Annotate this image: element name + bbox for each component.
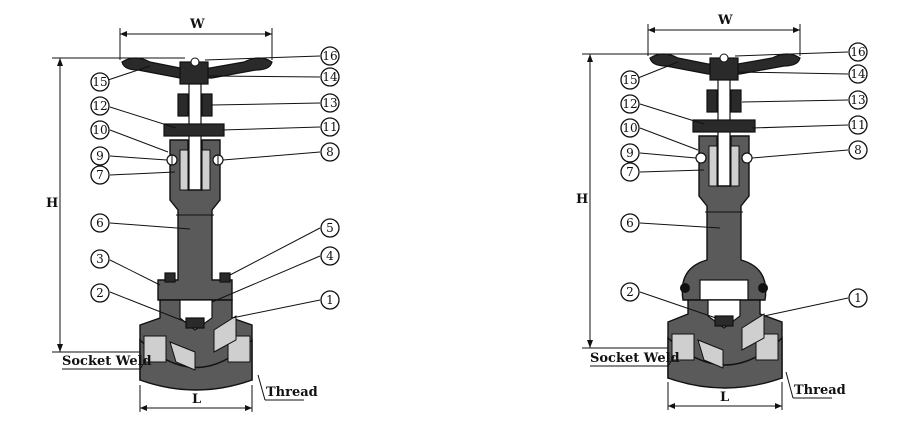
left-callout-9: 9: [96, 149, 104, 163]
right-end-labels: Socket Weld Thread: [590, 351, 846, 399]
right-height-dimension: H: [576, 53, 712, 349]
left-callouts: 16 15 14 13 12 11 10 9 8 7 6 5 4 3 2 1: [90, 46, 340, 323]
right-length-label: L: [720, 390, 729, 405]
left-callout-13: 13: [322, 96, 337, 110]
left-callout-12: 12: [92, 99, 107, 113]
left-thread-label: Thread: [266, 385, 318, 400]
right-callout-6: 6: [626, 216, 634, 230]
left-bonnet: [157, 93, 233, 301]
right-callout-14: 14: [850, 67, 866, 81]
right-valve-diagram: W H L: [576, 13, 868, 410]
right-callouts: 16 15 14 13 12 11 10 9 8 7 6 2 1: [620, 42, 868, 319]
left-callout-7: 7: [96, 168, 104, 182]
right-width-label: W: [717, 13, 733, 28]
right-callout-7: 7: [626, 165, 634, 179]
right-callout-12: 12: [622, 97, 637, 111]
right-valve-body: [667, 299, 783, 389]
right-width-dimension: W: [647, 13, 801, 56]
right-callout-16: 16: [850, 45, 865, 59]
left-width-label: W: [189, 17, 205, 32]
left-callout-8: 8: [326, 145, 334, 159]
right-callout-2: 2: [626, 285, 634, 299]
left-callout-1: 1: [326, 293, 334, 307]
left-end-labels: Socket Weld Thread: [62, 354, 318, 401]
left-callout-4: 4: [326, 249, 334, 263]
right-callout-13: 13: [850, 93, 865, 107]
right-callout-10: 10: [622, 121, 637, 135]
right-thread-label: Thread: [794, 383, 846, 398]
left-height-label: H: [46, 196, 58, 211]
right-callout-15: 15: [622, 73, 637, 87]
left-callout-14: 14: [322, 70, 338, 84]
left-width-dimension: W: [119, 17, 273, 60]
right-callout-9: 9: [626, 146, 634, 160]
left-height-dimension: H: [46, 57, 185, 353]
left-callout-5: 5: [326, 221, 334, 235]
right-socket-weld-label: Socket Weld: [590, 351, 680, 366]
left-callout-10: 10: [92, 123, 107, 137]
left-valve-body: [139, 299, 253, 391]
right-length-dimension: L: [667, 382, 783, 410]
left-callout-6: 6: [96, 216, 104, 230]
right-callout-1: 1: [854, 291, 862, 305]
right-height-label: H: [576, 192, 588, 207]
right-callout-11: 11: [850, 118, 865, 132]
right-callout-8: 8: [854, 143, 862, 157]
left-callout-3: 3: [96, 252, 104, 266]
left-callout-15: 15: [92, 75, 107, 89]
right-bonnet: [680, 89, 768, 301]
left-callout-2: 2: [96, 286, 104, 300]
left-valve-diagram: W H L: [46, 17, 340, 412]
left-callout-11: 11: [322, 120, 337, 134]
left-handwheel: [121, 57, 273, 85]
left-length-dimension: L: [139, 385, 253, 412]
left-socket-weld-label: Socket Weld: [62, 354, 152, 369]
right-handwheel: [649, 53, 801, 81]
left-length-label: L: [192, 392, 201, 407]
left-callout-16: 16: [322, 49, 337, 63]
